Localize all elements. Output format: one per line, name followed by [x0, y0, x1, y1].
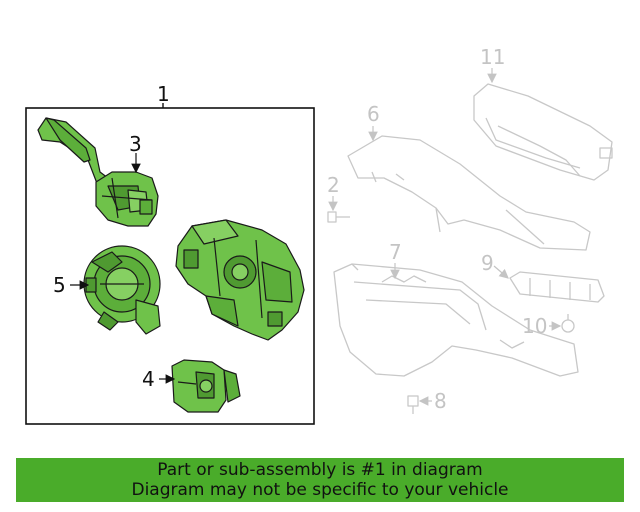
banner-line-2: Diagram may not be specific to your vehi…	[131, 480, 509, 500]
callout-8: 8	[434, 389, 447, 413]
switch-part-4[interactable]	[171, 359, 241, 413]
ghost-parts	[327, 83, 613, 414]
part-7-lower-shroud[interactable]	[333, 263, 579, 377]
callout-6: 6	[367, 102, 380, 126]
part-9-connector[interactable]	[509, 271, 605, 303]
part-8-screw[interactable]	[407, 395, 419, 414]
callout-2: 2	[327, 173, 340, 197]
part-11-cover[interactable]	[473, 83, 613, 181]
clockspring-part-5[interactable]	[83, 245, 161, 335]
callout-10: 10	[522, 314, 547, 338]
callout-1: 1	[157, 82, 170, 106]
part-10-clip[interactable]	[561, 314, 575, 333]
banner-line-1: Part or sub-assembly is #1 in diagram	[157, 460, 483, 480]
callout-3: 3	[129, 132, 142, 156]
ghost-callouts: 11 6 2 7 9 10 8	[327, 45, 562, 413]
callout-11: 11	[480, 45, 505, 69]
callout-7: 7	[389, 240, 402, 264]
callout-9: 9	[481, 251, 494, 275]
column-module-part-1[interactable]	[175, 219, 305, 341]
part-2-screw[interactable]	[327, 211, 350, 223]
info-banner: Part or sub-assembly is #1 in diagram Di…	[16, 458, 624, 502]
part-6-upper-shroud[interactable]	[347, 135, 591, 251]
callout-4: 4	[142, 367, 155, 391]
assembly-1-group[interactable]: 1 3 5	[25, 82, 315, 425]
callout-5: 5	[53, 273, 66, 297]
wiper-switch-part-3[interactable]	[37, 117, 159, 227]
assembly-1-frame	[25, 107, 315, 425]
